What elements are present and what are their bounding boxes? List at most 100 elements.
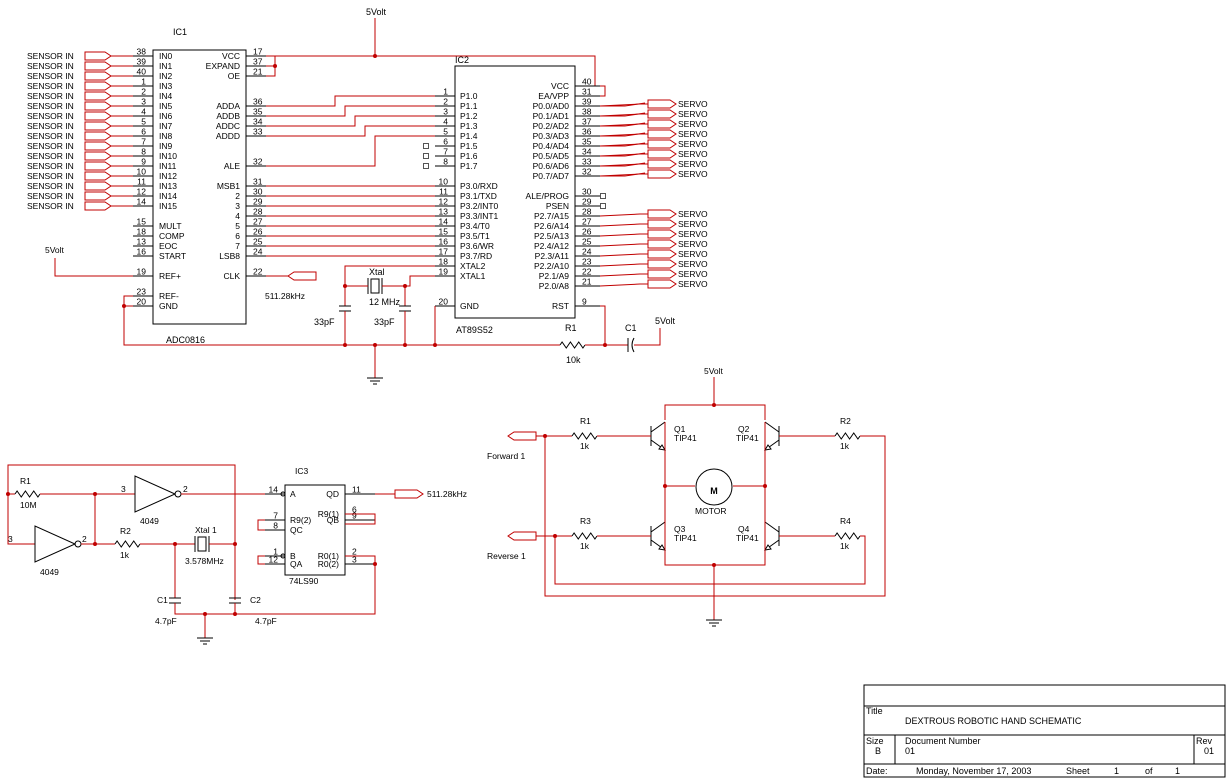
ic1-pin-number: 1 [141,77,146,87]
osc-xtal-label: Xtal 1 [195,525,217,535]
bridge-r1-icon [571,432,598,440]
junction-dot [343,284,347,288]
servo-port [647,149,677,159]
q4-ref: Q4 [738,524,750,534]
servo-port [647,229,677,239]
ic2-pin-name: P0.5/AD5 [533,151,570,161]
servo-wire [599,223,648,227]
wire [650,521,666,533]
ground-icon [706,612,722,627]
ic1-pin-name: IN3 [159,81,173,91]
ic1-pin-name: IN6 [159,111,173,121]
date-value: Monday, November 17, 2003 [916,766,1031,776]
bridge-r4-icon [834,532,861,540]
ic1-pin-number: 11 [137,177,146,187]
servo-port [647,269,677,279]
clk-input-port [287,271,317,281]
servo-wire [599,283,648,287]
ic1-pin-name: 2 [235,191,240,201]
wire [7,494,35,545]
ic2-pin-name: P0.4/AD4 [533,141,570,151]
ic2-pin-number: 32 [582,167,592,177]
ic1-pin-name: LSB8 [219,251,240,261]
ic2-pin-number: 27 [582,217,592,227]
xtal-body [370,278,380,294]
ic1-pin-name: ADDA [216,101,240,111]
sensor-in-label: SENSOR IN [27,61,74,71]
cap-left-icon [339,305,351,312]
ea-tie-wire [600,85,606,97]
ic2-pin-name: P0.2/AD2 [533,121,570,131]
servo-wire [599,213,648,217]
osc-r2-ref: R2 [120,526,131,536]
sensor-in-label: SENSOR IN [27,121,74,131]
ic1-pin-number: 10 [137,167,147,177]
ic2-pin-number: 10 [439,177,449,187]
sensor-in-label: SENSOR IN [27,181,74,191]
pin-number: 2 [82,534,87,544]
ic2-pin-number: 16 [439,237,449,247]
ic1-pin-number: 24 [253,247,263,257]
ic3-output-freq: 511.28kHz [427,489,467,499]
ic3-ref: IC3 [295,466,309,476]
wire [664,550,766,566]
transistor-q3-icon [650,521,666,551]
ic1-pin-name: IN14 [159,191,177,201]
wire [257,555,265,565]
inverter-top-part: 4049 [140,516,159,526]
wire [266,95,435,107]
pin-number: 2 [183,484,188,494]
ic2-pin-number: 22 [582,267,592,277]
ic2-pin-number: 12 [439,197,449,207]
pin-number: 3 [121,484,126,494]
sensor-port [84,61,112,71]
ic1-pin-number: 25 [253,237,263,247]
servo-label: SERVO [678,119,708,129]
q3-part: TIP41 [674,533,697,543]
servo-port [647,169,677,179]
ic1-pin-name: CLK [223,271,240,281]
ic1-pin-name: START [159,251,186,261]
servo-label: SERVO [678,219,708,229]
bridge-r4-value: 1k [840,541,850,551]
ic1-pin-number: 28 [253,207,263,217]
ic2-pin-name: P2.5/A13 [534,231,569,241]
ic1-pin-name: MULT [159,221,182,231]
ic1-pin-name: MSB1 [217,181,240,191]
ref-plus-wire [54,258,133,277]
ic2-pin-name: P3.0/RXD [460,181,498,191]
sensor-in-label: SENSOR IN [27,91,74,101]
ground-icon [367,370,383,385]
ic2-pin-name: RST [552,301,569,311]
ic1-pin-name: 4 [235,211,240,221]
ic1-pin-name: IN9 [159,141,173,151]
no-connect-icon [423,163,429,169]
servo-wire [599,153,648,157]
sensor-in-label: SENSOR IN [27,81,74,91]
bridge-r3-icon [571,532,598,540]
ic3-pin-name: B [290,551,296,561]
ic2-pin-name: P3.4/T0 [460,221,490,231]
ic2-pin-number: 13 [439,207,449,217]
junction-dot [663,484,667,488]
sheet-caption: Sheet [1066,766,1090,776]
servo-port [647,209,677,219]
ic1-pin-number: 9 [141,157,146,167]
servo-wire [599,263,648,267]
ic1-pin-name: 3 [235,201,240,211]
ic1-pin-number: 4 [141,107,146,117]
bus-wires [266,95,435,257]
wire [266,125,435,137]
sensor-port [84,111,112,121]
sensor-in-label: SENSOR IN [27,191,74,201]
bridge-supply-label: 5Volt [704,366,724,376]
servo-label: SERVO [678,249,708,259]
osc-xtal-freq: 3.578MHz [185,556,224,566]
motor-symbol: M [710,486,718,496]
servo-label: SERVO [678,269,708,279]
ic2-pin-name: GND [460,301,479,311]
junction-dot [233,612,237,616]
reverse-cross-wire [554,535,866,585]
size-value: B [875,746,881,756]
